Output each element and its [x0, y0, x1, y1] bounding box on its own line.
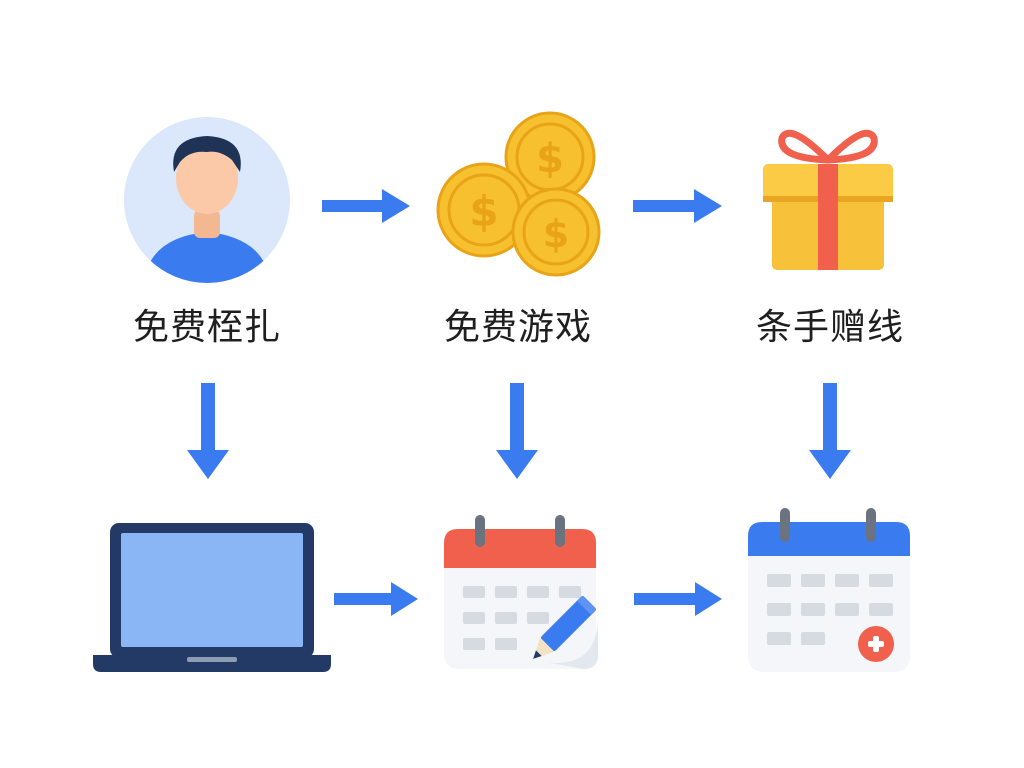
arrow-down-icon — [809, 383, 851, 479]
arrow-down-icon — [187, 383, 229, 479]
gift-icon — [763, 129, 893, 270]
svg-text:$: $ — [536, 136, 564, 182]
svg-text:$: $ — [543, 212, 569, 256]
node-label-3: 条手赠线 — [755, 307, 904, 348]
coins-icon: $ $ $ — [436, 111, 601, 277]
laptop-icon — [93, 523, 331, 672]
coin-left: $ — [436, 162, 532, 258]
calendar-add-icon — [748, 508, 910, 672]
node-label-1: 免费桎扎 — [132, 307, 281, 348]
arrow-right-icon — [634, 582, 722, 616]
arrow-right-icon — [334, 582, 418, 616]
svg-text:$: $ — [469, 187, 498, 236]
user-avatar-icon — [124, 117, 290, 283]
pencil-icon — [533, 596, 596, 659]
plus-badge-icon — [858, 626, 894, 662]
calendar-edit-icon — [444, 515, 599, 669]
coin-back: $ — [504, 111, 596, 203]
arrow-right-icon — [633, 189, 722, 223]
arrow-right-icon — [322, 189, 410, 223]
node-label-2: 免费游戏 — [443, 307, 592, 348]
coin-right: $ — [511, 187, 601, 277]
arrow-down-icon — [496, 383, 538, 479]
